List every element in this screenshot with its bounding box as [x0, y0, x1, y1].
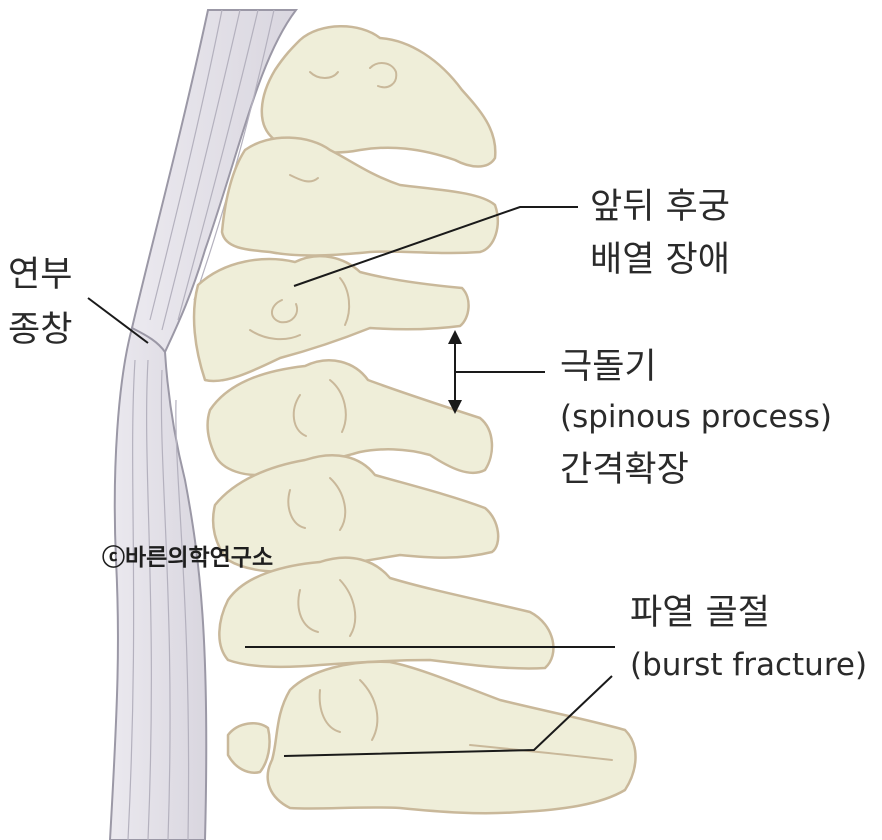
burst-label-line1: 파열 골절 — [630, 593, 770, 633]
arrow-head-down — [448, 400, 462, 414]
ligament-label-line2: 종창 — [8, 310, 73, 350]
copyright-watermark: ⓒ바른의학연구소 — [102, 545, 274, 571]
vertebra-c2 — [220, 136, 499, 257]
burst-label-line2: (burst fracture) — [630, 647, 868, 683]
leader-lines — [87, 206, 615, 757]
vertebrae — [192, 25, 637, 815]
bone-details — [249, 62, 613, 761]
alignment-leader — [293, 206, 578, 287]
spinous-label-line1: 극돌기 — [560, 347, 657, 387]
vertebra-c4 — [206, 359, 494, 477]
alignment-label-line1: 앞뒤 후궁 — [590, 187, 730, 227]
burst-fragment — [226, 722, 271, 774]
vertebra-c5 — [211, 453, 500, 574]
vertebra-c1 — [260, 25, 497, 168]
alignment-label-line2: 배열 장애 — [590, 240, 730, 280]
burst-leader-lower — [283, 675, 613, 757]
ligament-band — [108, 9, 299, 840]
ligament-leader — [87, 297, 149, 344]
vertebra-c3 — [192, 254, 470, 383]
ligament-label-line1: 연부 — [8, 255, 73, 295]
vertebra-c7 — [266, 660, 637, 815]
vertebra-c6 — [218, 556, 555, 670]
spinous-label-line3: 간격확장 — [560, 450, 689, 490]
spinous-label-line2: (spinous process) — [560, 399, 833, 435]
arrow-head-up — [448, 330, 462, 344]
